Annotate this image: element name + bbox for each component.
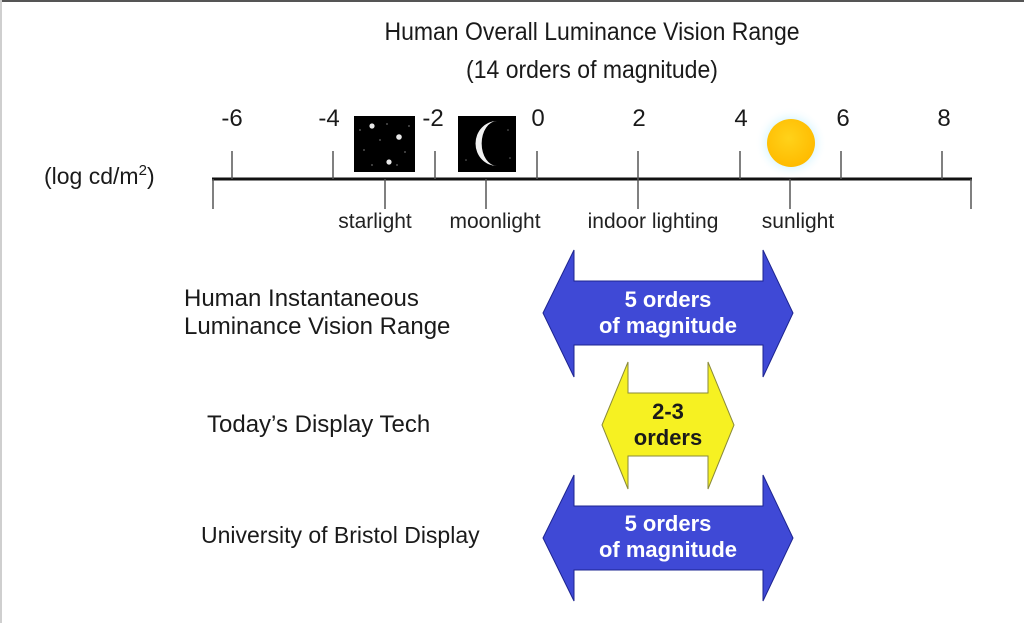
tick-label: -6 bbox=[221, 105, 243, 132]
tick-label: 8 bbox=[937, 105, 951, 132]
starry-night-icon bbox=[354, 116, 415, 172]
row-label-display-tech: Today’s Display Tech bbox=[207, 411, 431, 438]
arrow-text-bristol: 5 orders of magnitude bbox=[568, 511, 768, 563]
frame-left-border bbox=[0, 0, 2, 623]
display-tech-range-arrow bbox=[601, 361, 735, 490]
row-label-line: Luminance Vision Range bbox=[184, 313, 451, 340]
arrow-text-line: 2-3 bbox=[652, 399, 684, 424]
arrow-text-display-tech: 2-3 orders bbox=[618, 399, 718, 451]
arrow-text-line: of magnitude bbox=[598, 313, 738, 338]
row-label-line: Human Instantaneous bbox=[184, 285, 419, 312]
instantaneous-range-arrow bbox=[542, 249, 794, 378]
row-label-human-instantaneous: Human Instantaneous Luminance Vision Ran… bbox=[184, 285, 450, 341]
crescent-moon-icon bbox=[458, 116, 516, 172]
frame-top-border bbox=[0, 0, 1024, 2]
row-label-bristol-display: University of Bristol Display bbox=[201, 522, 480, 548]
tick-label: 0 bbox=[531, 105, 545, 132]
diagram-subtitle: (14 orders of magnitude) bbox=[466, 56, 718, 84]
arrow-text-line: of magnitude bbox=[598, 537, 738, 562]
category-moonlight: moonlight bbox=[449, 210, 541, 233]
tick-label: 2 bbox=[632, 105, 646, 132]
category-sunlight: sunlight bbox=[761, 210, 835, 233]
diagram-title: Human Overall Luminance Vision Range bbox=[384, 18, 800, 46]
tick-label: -4 bbox=[318, 105, 340, 132]
tick-label: 6 bbox=[836, 105, 850, 132]
arrow-text-line: 5 orders bbox=[624, 287, 712, 312]
category-starlight: starlight bbox=[338, 210, 412, 233]
arrow-text-line: 5 orders bbox=[624, 511, 712, 536]
axis-unit-label: (log cd/m2) bbox=[44, 162, 155, 189]
arrow-text-instantaneous: 5 orders of magnitude bbox=[568, 287, 768, 339]
tick-label: -2 bbox=[422, 105, 444, 132]
arrow-text-line: orders bbox=[633, 425, 703, 450]
sun-icon bbox=[755, 107, 827, 179]
log-luminance-axis bbox=[212, 151, 972, 209]
category-indoor-lighting: indoor lighting bbox=[587, 210, 719, 233]
bristol-display-range-arrow bbox=[542, 474, 794, 602]
tick-label: 4 bbox=[734, 105, 748, 132]
